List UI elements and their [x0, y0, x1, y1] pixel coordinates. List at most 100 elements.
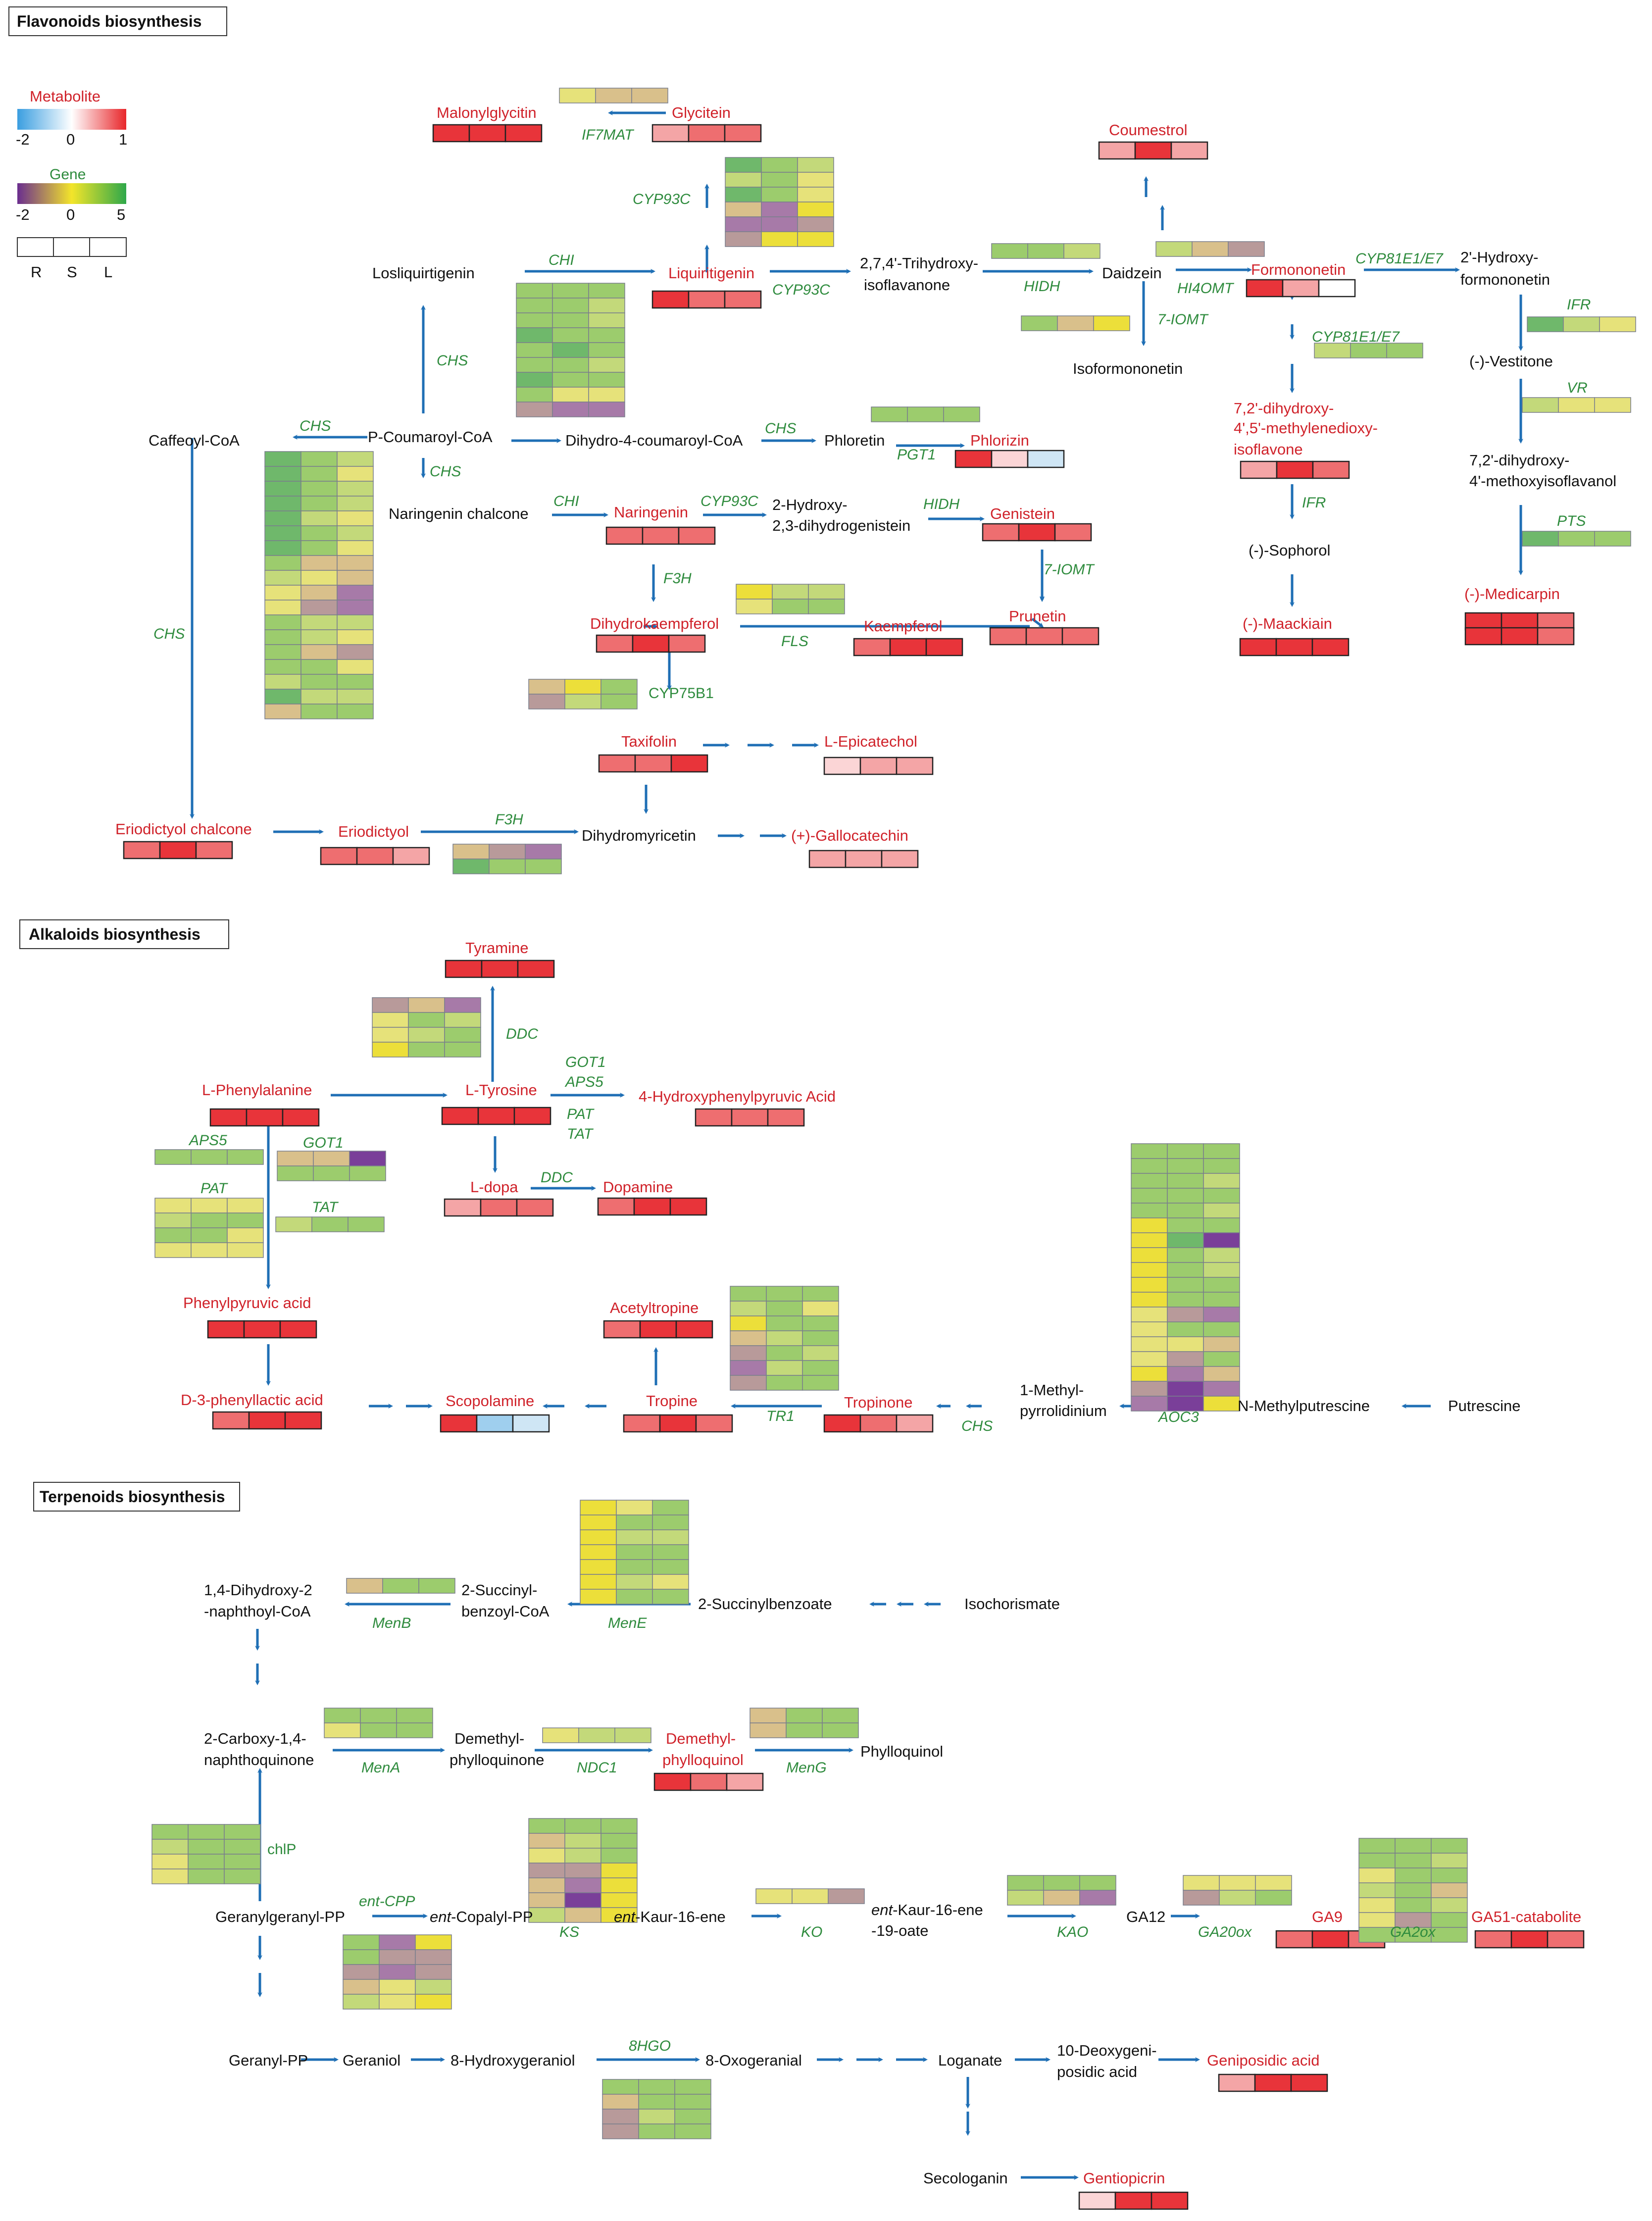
compound-caffeoyl-coa: Caffeoyl-CoA: [149, 432, 240, 449]
gene-heatmap-ga20ox: [1183, 1875, 1292, 1906]
gene-heatmap-cyp75b1: [528, 679, 638, 709]
enzyme-cyp81e1e7-b: CYP81E1/E7: [1312, 329, 1400, 345]
compound-2-succinylbenzoate: 2-Succinylbenzoate: [698, 1595, 832, 1613]
legend-sample-r: R: [31, 263, 42, 281]
compound-phlorizin: Phlorizin: [970, 432, 1029, 449]
enzyme-ko: KO: [801, 1924, 822, 1940]
legend-gene-title: Gene: [50, 166, 86, 183]
metabolite-heatmap-formononetin: [1246, 279, 1356, 298]
enzyme-aoc3: AOC3: [1157, 1409, 1199, 1425]
compound-carboxy-naphthoquinone-line1: 2-Carboxy-1,4-: [204, 1730, 306, 1747]
compound-ga51-catabolite: GA51-catabolite: [1471, 1908, 1581, 1925]
gene-heatmap-vr: [1522, 397, 1631, 413]
enzyme-ddc-b: DDC: [541, 1169, 573, 1186]
compound-malonylglycitin: Malonylglycitin: [437, 104, 537, 121]
flavonoid-enzymes: IF7MAT CYP93C CHI CYP93C HIDH HI4OMT 7-I…: [153, 127, 1591, 828]
compound-naringenin-chalcone: Naringenin chalcone: [389, 505, 529, 522]
compound-trihydroxyisoflavanone-line1: 2,7,4'-Trihydroxy-: [860, 254, 978, 272]
gene-heatmap-ifr-a: [1527, 316, 1636, 332]
compound-l-phenylalanine: L-Phenylalanine: [202, 1081, 312, 1099]
enzyme-chi-b: CHI: [553, 493, 579, 509]
compound-l-dopa: L-dopa: [470, 1178, 518, 1196]
metabolite-heatmap-tropine: [623, 1414, 733, 1433]
enzyme-chs-f: CHS: [961, 1418, 993, 1434]
metabolite-heatmap-maackiain: [1239, 638, 1350, 656]
metabolite-heatmap-dopamine: [597, 1197, 707, 1216]
enzyme-ddc-a: DDC: [506, 1026, 538, 1042]
metabolite-heatmap-dihydrokaempferol: [596, 634, 706, 653]
compound-hydroxydihydrogenistein-line1: 2-Hydroxy-: [772, 496, 848, 513]
metabolite-heatmap-eriodictyol-chalcone: [123, 841, 233, 859]
legend-metabolite-title: Metabolite: [30, 88, 100, 105]
enzyme-ks: KS: [559, 1924, 579, 1940]
enzyme-chs-d: CHS: [765, 420, 796, 437]
flavonoid-labels: Malonylglycitin Glycitein Coumestrol Los…: [115, 104, 1616, 844]
enzyme-cyp93c-c: CYP93C: [701, 493, 758, 509]
metabolite-heatmap-acetyltropine: [603, 1320, 713, 1339]
compound-formononetin: Formononetin: [1251, 261, 1346, 278]
compound-eriodictyol-chalcone: Eriodictyol chalcone: [115, 820, 252, 838]
sample-order-box: [17, 237, 127, 257]
enzyme-pat-b: PAT: [200, 1180, 229, 1197]
gene-heatmap-chi-a: [516, 283, 625, 417]
compound-geranylgeranyl-pp: Geranylgeranyl-PP: [215, 1908, 345, 1925]
gene-heatmap-ko: [755, 1888, 865, 1904]
gene-heatmap-ddc-a: [372, 997, 481, 1058]
enzyme-aps5-a: APS5: [564, 1074, 603, 1090]
gene-heatmap-chlp: [151, 1824, 261, 1884]
enzyme-ndc1: NDC1: [577, 1760, 617, 1776]
enzyme-cyp93c-b: CYP93C: [772, 282, 830, 298]
enzyme-chs-b: CHS: [300, 418, 331, 434]
compound-ent-kaurenoate-line1: ent-Kaur-16-ene: [871, 1901, 983, 1918]
section-title-terpenoids: Terpenoids biosynthesis: [40, 1488, 225, 1506]
metabolite-heatmap-phenylpyruvic: [207, 1320, 317, 1339]
metabolite-heatmap-medicarpin: [1464, 612, 1575, 631]
gene-heatmap-if7mat: [559, 88, 668, 103]
compound-succinylbenzoyl-coa-line1: 2-Succinyl-: [461, 1581, 537, 1599]
enzyme-pts: PTS: [1557, 513, 1586, 529]
compound-gentiopicrin: Gentiopicrin: [1083, 2170, 1165, 2187]
gene-heatmap-pat-b: [154, 1198, 264, 1258]
compound-methylenedioxyisoflavone-line2: 4',5'-methylenedioxy-: [1234, 419, 1378, 437]
compound-ent-kaurenoate-line2: -19-oate: [871, 1922, 928, 1939]
enzyme-mene: MenE: [608, 1615, 647, 1631]
enzyme-hidh-a: HIDH: [1024, 278, 1060, 295]
compound-phloretin: Phloretin: [824, 432, 885, 449]
compound-dihydromyricetin: Dihydromyricetin: [582, 827, 696, 844]
section-title-alkaloids: Alkaloids biosynthesis: [29, 925, 200, 943]
compound-vestitone: (-)-Vestitone: [1469, 353, 1553, 370]
metabolite-heatmap-prunetin: [989, 627, 1100, 646]
compound-liquiritigenin: Liquiritigenin: [668, 264, 754, 282]
gene-heatmap-pts: [1522, 531, 1631, 547]
enzyme-kao: KAO: [1057, 1924, 1088, 1940]
legend-gene-tick-mid: 0: [66, 206, 75, 223]
compound-ent-kaur-16-ene: ent-Kaur-16-ene: [614, 1908, 726, 1925]
compound-methoxyisoflavanol-line2: 4'-methoxyisoflavanol: [1469, 472, 1616, 490]
compound-carboxy-naphthoquinone-line2: naphthoquinone: [204, 1751, 314, 1768]
compound-methylpyrrolidinium-line1: 1-Methyl-: [1020, 1381, 1084, 1399]
compound-p-coumaroyl-coa: P-Coumaroyl-CoA: [368, 428, 493, 446]
compound-phylloquinol: Phylloquinol: [860, 1743, 943, 1760]
copalyl-name: -Copalyl-PP: [451, 1908, 533, 1925]
metabolite-heatmap-gentiopicrin: [1078, 2191, 1189, 2210]
compound-acetyltropine: Acetyltropine: [610, 1299, 699, 1316]
legend-met-tick-mid: 0: [66, 131, 75, 148]
compound-demethylphylloquinol-line1: Demethyl-: [666, 1730, 736, 1747]
gene-heatmap-ent-cpp: [343, 1934, 452, 2010]
metabolite-heatmap-tropinone: [823, 1414, 934, 1433]
compound-secologanin: Secologanin: [923, 2170, 1008, 2187]
compound-ga12: GA12: [1126, 1908, 1165, 1925]
enzyme-tat-a: TAT: [567, 1126, 594, 1142]
compound-trihydroxyisoflavanone-line2: isoflavanone: [864, 276, 950, 294]
metabolite-heatmap-liquiritigenin: [651, 290, 762, 309]
compound-eriodictyol: Eriodictyol: [338, 823, 409, 840]
compound-taxifolin: Taxifolin: [621, 733, 677, 750]
kaurene-prefix: ent: [614, 1908, 636, 1925]
compound-dihydrokaempferol: Dihydrokaempferol: [590, 615, 719, 632]
legend: Metabolite -2 0 1 Gene -2 0 5 R S L: [16, 88, 127, 281]
compound-demethylphylloquinone-line1: Demethyl-: [454, 1730, 524, 1747]
gene-heatmap-8hgo: [602, 2079, 711, 2139]
metabolite-heatmap-l-dopa: [444, 1198, 554, 1217]
metabolite-color-scale: [17, 109, 126, 130]
compound-deoxygeniposidic-line1: 10-Deoxygeni-: [1057, 2042, 1157, 2059]
